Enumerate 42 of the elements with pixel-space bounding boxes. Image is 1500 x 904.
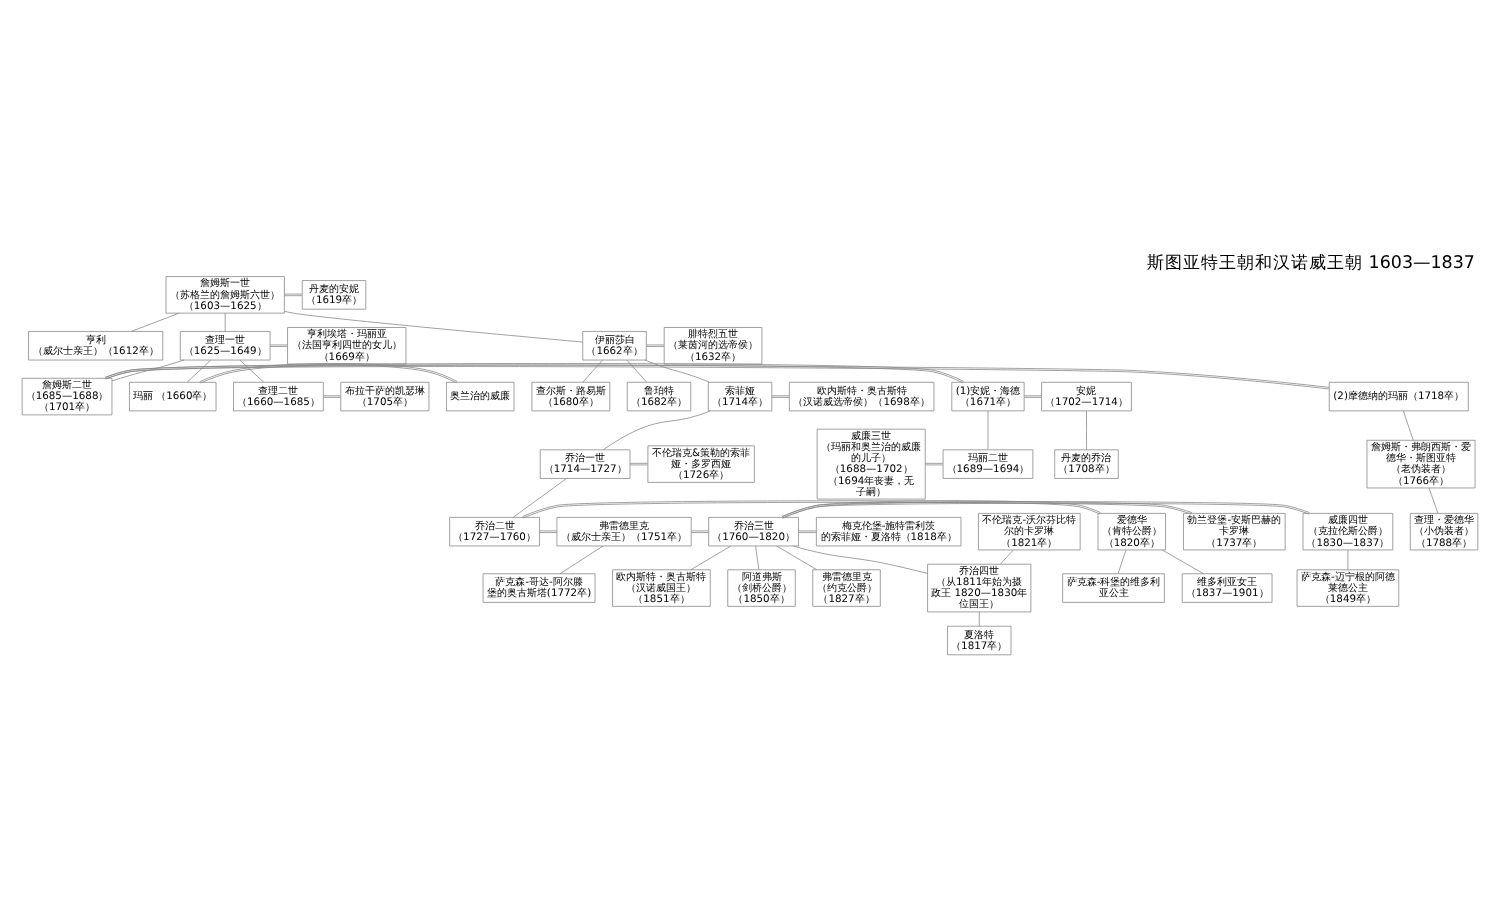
connector <box>776 544 818 570</box>
connector <box>104 363 1330 389</box>
connector <box>690 544 732 570</box>
connector <box>539 529 558 532</box>
connector <box>987 409 989 450</box>
connector <box>130 311 180 331</box>
connector <box>322 394 342 397</box>
connector <box>1347 548 1349 570</box>
connector <box>924 461 944 465</box>
connector <box>582 358 603 382</box>
connector <box>512 477 567 517</box>
connector <box>111 358 185 381</box>
connector <box>1403 409 1414 440</box>
connector <box>602 409 711 450</box>
connector <box>199 362 458 383</box>
connector <box>629 461 649 465</box>
connector <box>186 358 211 382</box>
connector <box>284 310 583 342</box>
connector <box>646 343 665 346</box>
connector <box>792 544 928 573</box>
connector <box>781 499 1101 518</box>
connector <box>239 358 265 382</box>
connector <box>755 544 760 570</box>
diagram-title: 斯图亚特王朝和汉诺威王朝 1603—1837 <box>1147 253 1475 274</box>
connector <box>978 610 980 626</box>
connector <box>1023 394 1042 397</box>
connector <box>626 358 648 382</box>
connector <box>1000 548 1014 564</box>
connector <box>284 292 303 296</box>
connector <box>781 500 1310 518</box>
connector <box>798 529 817 532</box>
connector <box>522 499 1193 518</box>
connector <box>771 394 790 397</box>
connector <box>1428 486 1439 513</box>
connector <box>269 343 288 346</box>
connector <box>1117 548 1127 574</box>
connector <box>559 544 604 574</box>
connector <box>644 358 710 382</box>
connector <box>1161 548 1205 574</box>
connector <box>224 311 226 331</box>
connector <box>1086 409 1087 450</box>
connector <box>690 529 709 532</box>
